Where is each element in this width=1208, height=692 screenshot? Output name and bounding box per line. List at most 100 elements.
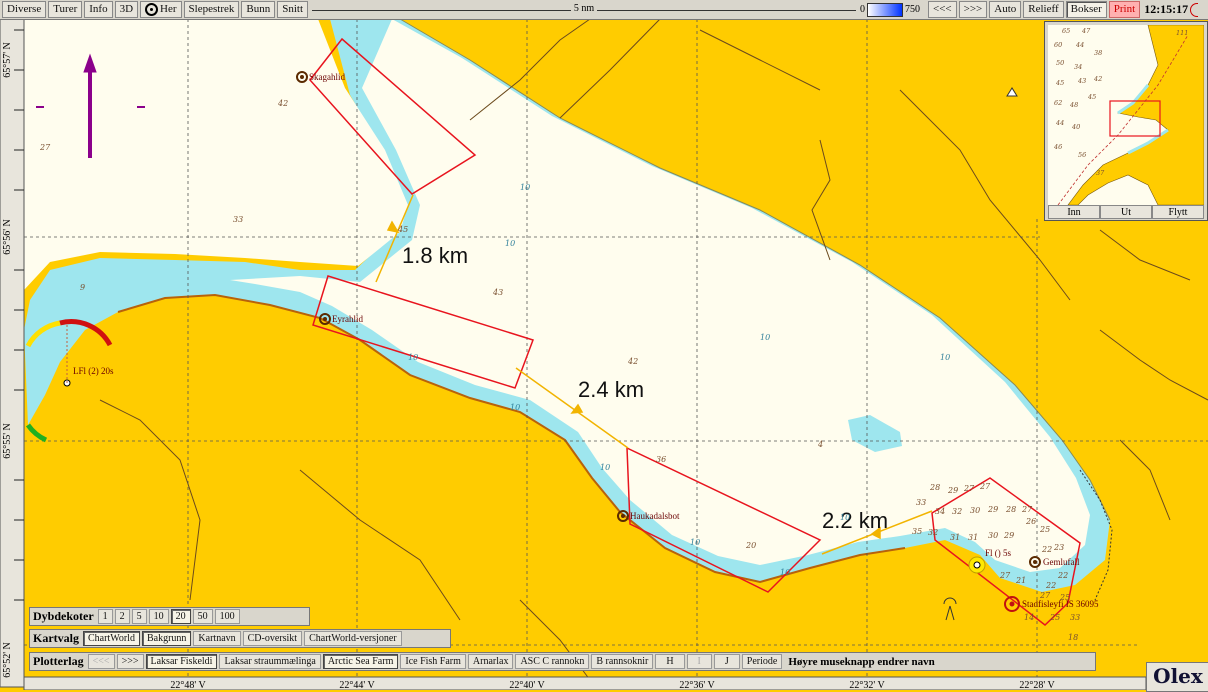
bunn-button[interactable]: Bunn [241,1,276,18]
distance-labels: 1.8 km 2.4 km 2.2 km [402,243,888,533]
kartvalg-chartworld[interactable]: ChartWorld [83,631,140,646]
dybdekoter-option-50[interactable]: 50 [192,609,213,624]
beacon-triangle-icon [1006,87,1018,97]
farm-box-haukadalsbot [626,446,822,593]
depth-sounding: 21 [1015,576,1026,585]
inset-shallow [1117,84,1169,155]
depth-sounding: 29 [987,505,998,514]
depth-max-label: 750 [905,4,921,15]
coastline [117,293,906,584]
depth-sounding: 22 [1045,581,1056,590]
depth-sounding: 32 [928,528,938,537]
turer-button[interactable]: Turer [48,1,83,18]
inset-depth-sounding: 40 [1071,123,1080,131]
dybdekoter-option-100[interactable]: 100 [214,609,240,624]
depth-sounding: 27 [1021,505,1033,514]
depth-sounding: 42 [277,99,288,108]
kartvalg-bakgrunn[interactable]: Bakgrunn [141,631,192,646]
print-button[interactable]: Print [1108,1,1141,18]
slepestrek-button[interactable]: Slepestrek [183,1,240,18]
her-button[interactable]: Her [140,1,182,18]
kartvalg-chartworld-versjoner[interactable]: ChartWorld-versjoner [304,631,402,646]
plotterlag-i[interactable]: I [686,654,712,669]
lon-labels: 22°48' V 22°44' V 22°40' V 22°36' V 22°3… [170,680,1055,690]
dybdekoter-option-20[interactable]: 20 [170,609,191,624]
light-icon-right [968,556,986,574]
relieff-button[interactable]: Relieff [1023,1,1064,18]
plotterlag-j[interactable]: J [713,654,740,669]
dybdekoter-option-10[interactable]: 10 [148,609,169,624]
inset-depth-sounding: 111 [1176,29,1188,37]
depth-sounding: 43 [492,288,503,297]
depth-sounding: 10 [940,353,950,362]
prev-button[interactable]: <<< [928,1,957,18]
plotterlag-next[interactable]: >>> [116,654,144,669]
plotterlag-periode[interactable]: Periode [741,654,783,669]
depth-sounding: 10 [600,463,610,472]
routes [375,194,933,555]
depth-sounding: 25 [1049,613,1060,622]
depth-sounding: 10 [510,403,520,412]
auto-button[interactable]: Auto [989,1,1022,18]
plotterlag-arnarlax[interactable]: Arnarlax [467,654,514,669]
depth-sounding: 10 [408,353,418,362]
inset-zoom-out-button[interactable]: Ut [1100,205,1152,219]
depth-sounding: 25 [1039,525,1050,534]
depth-sounding: 42 [627,357,638,366]
depth-color-scale[interactable]: 0 750 [860,2,921,17]
inset-depth-sounding: 65 [1062,27,1070,35]
site-marker-eyrahlid [319,313,331,325]
plotterlag-b-rannsoknir[interactable]: B rannsoknir [591,654,654,669]
3d-button[interactable]: 3D [114,1,139,18]
depth-sounding: 29 [947,486,958,495]
plotterlag-arctic-sea-farm[interactable]: Arctic Sea Farm [322,654,399,669]
lon-label-6: 22°28' V [1019,680,1055,690]
kartvalg-cd-oversikt[interactable]: CD-oversikt [242,631,303,646]
kartvalg-title: Kartvalg [33,631,79,645]
plotterlag-asc-c-rannokn[interactable]: ASC C rannokn [515,654,590,669]
kartvalg-kartnavn[interactable]: Kartnavn [193,631,241,646]
dybdekoter-option-2[interactable]: 2 [114,609,130,624]
inset-move-button[interactable]: Flytt [1152,205,1204,219]
info-button[interactable]: Info [84,1,113,18]
next-button[interactable]: >>> [958,1,988,18]
depth-sounding: 45 [397,225,408,234]
lat-label-1: 65°57' N [2,42,13,78]
lon-label-4: 22°36' V [679,680,715,690]
inset-zoom-in-button[interactable]: Inn [1048,205,1100,219]
dybdekoter-option-1[interactable]: 1 [97,609,113,624]
plotterlag-prev[interactable]: <<< [87,654,115,669]
distance-scale-bar: 5 nm [312,2,857,17]
plotterlag-laksar-straummaelinga[interactable]: Laksar straummælinga [219,654,321,669]
inset-depth-sounding: 44 [1075,41,1084,49]
scale-label: 5 nm [570,3,598,14]
plotterlag-h[interactable]: H [655,654,685,669]
plotterlag-title: Plotterlag [33,654,84,668]
site-labels: Skagahlid Eyrahlid Haukadalsbot Gemlufal… [309,72,1099,609]
plotterlag-laksar-fiskeldi[interactable]: Laksar Fiskeldi [145,654,218,669]
bokser-button[interactable]: Bokser [1065,1,1107,18]
snitt-button[interactable]: Snitt [277,1,309,18]
lat-label-3: 65°55' N [2,423,13,459]
diverse-button[interactable]: Diverse [2,1,47,18]
coastline-north [399,18,1111,521]
lon-label-3: 22°40' V [509,680,545,690]
depth-sounding: 20 [745,541,756,550]
plotterlag-ice-fish-farm[interactable]: Ice Fish Farm [400,654,466,669]
lat-label-2: 65°56' N [2,219,13,255]
depth-sounding: 22 [1041,545,1052,554]
dybdekoter-option-5[interactable]: 5 [131,609,147,624]
inset-depth-sounding: 38 [1094,49,1102,57]
light-sector-left [25,319,113,443]
farm-box-skagahlid [309,37,477,195]
depth-sounding: 10 [840,513,850,522]
depth-sounding: 36 [656,455,666,464]
site-label-skagahlid: Skagahlid [309,72,345,82]
inset-depth-sounding: 47 [1081,27,1091,35]
site-marker-stadfisleyfi [1004,596,1020,612]
depth-sounding: 22 [1057,571,1068,580]
depth-sounding: 33 [916,498,926,507]
